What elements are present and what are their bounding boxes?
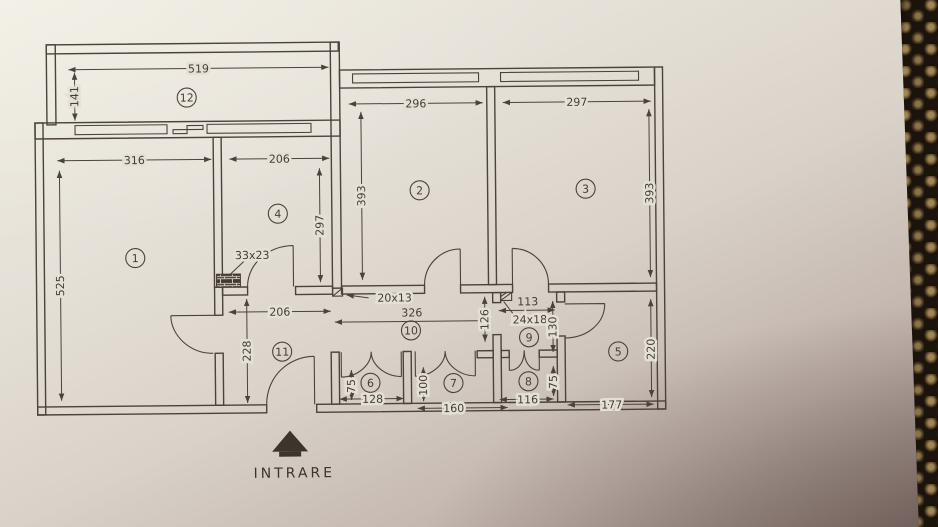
dim-hall-depth: 228 xyxy=(241,340,254,361)
dim-room2-depth: 393 xyxy=(355,185,368,206)
dim-room2-width: 296 xyxy=(405,97,426,110)
flue-24x18 xyxy=(500,291,513,302)
svg-text:7: 7 xyxy=(450,377,457,390)
balcony-walls xyxy=(45,41,343,289)
room-badge-8: 8 xyxy=(518,371,539,392)
svg-text:1: 1 xyxy=(132,252,139,265)
dim-room6-depth: 75 xyxy=(345,379,358,393)
room-badge-5: 5 xyxy=(608,341,629,362)
dim-room1-width: 316 xyxy=(124,154,145,167)
dim-room7-depth: 100 xyxy=(417,375,430,396)
svg-text:4: 4 xyxy=(274,208,281,221)
dim-room4-width: 206 xyxy=(269,153,290,166)
flue-20x13 xyxy=(332,287,344,297)
dim-balcony-width: 519 xyxy=(188,62,209,75)
dimension-lines xyxy=(56,64,655,412)
double-door-room6 xyxy=(340,351,402,378)
dimension-labels: 519 141 316 525 206 297 296 393 297 393 … xyxy=(51,60,660,418)
dim-flue-24x18: 24x18 xyxy=(513,313,548,326)
dim-balcony-depth: 141 xyxy=(68,86,81,107)
dim-flue-20x13: 20x13 xyxy=(377,291,412,304)
room-badge-6: 6 xyxy=(360,372,381,393)
room-badge-12: 12 xyxy=(176,87,197,108)
dim-room8-depth: 75 xyxy=(547,375,560,389)
svg-text:8: 8 xyxy=(525,375,532,388)
dim-wc-depth: 130 xyxy=(546,316,559,337)
dim-flue-33x23: 33x23 xyxy=(235,249,270,262)
room-badge-10: 10 xyxy=(400,320,422,341)
dim-room1-depth: 525 xyxy=(54,275,67,296)
dim-wc-width: 113 xyxy=(517,295,538,308)
dim-hall-width: 206 xyxy=(269,306,290,319)
door-room5 xyxy=(564,303,606,339)
dim-corridor-width: 326 xyxy=(401,306,422,319)
balcony-step-icon xyxy=(172,129,188,135)
door-entrance xyxy=(266,355,316,405)
svg-text:2: 2 xyxy=(416,184,423,197)
room-badge-2: 2 xyxy=(409,180,430,201)
room-badge-7: 7 xyxy=(443,372,464,394)
door-room2 xyxy=(423,248,462,286)
entrance-arrow-icon xyxy=(272,430,309,452)
door-room1 xyxy=(170,314,215,354)
svg-text:12: 12 xyxy=(180,91,194,104)
dim-room6-width: 128 xyxy=(362,393,383,406)
room-badge-1: 1 xyxy=(125,248,146,269)
flue-33x23 xyxy=(215,260,245,288)
svg-text:9: 9 xyxy=(525,331,532,344)
dim-room7-width: 160 xyxy=(443,402,464,415)
svg-text:10: 10 xyxy=(404,324,418,337)
room-badge-4: 4 xyxy=(267,203,288,224)
outer-walls xyxy=(34,66,667,416)
door-room4 xyxy=(246,244,295,287)
plan-group: 519 141 316 525 206 297 296 393 297 393 … xyxy=(34,41,667,482)
entrance-label: INTRARE xyxy=(254,465,336,482)
room-badge-9: 9 xyxy=(518,327,540,348)
dim-room5-depth: 220 xyxy=(645,339,658,360)
svg-text:3: 3 xyxy=(582,183,589,196)
double-door-room7 xyxy=(414,350,476,377)
dim-corridor-depth: 126 xyxy=(478,309,491,330)
svg-text:5: 5 xyxy=(615,345,622,358)
room-number-badges: 1 2 3 4 5 6 7 8 9 10 11 12 xyxy=(125,87,629,394)
dim-room3-depth: 393 xyxy=(643,183,656,204)
room-badge-11: 11 xyxy=(272,341,293,362)
dim-room3-width: 297 xyxy=(566,96,587,109)
windows xyxy=(74,70,640,136)
dim-room4-depth: 297 xyxy=(313,215,326,236)
door-room3 xyxy=(511,247,550,285)
dim-room8-width: 116 xyxy=(517,393,538,406)
double-door-room8 xyxy=(508,350,540,372)
svg-text:11: 11 xyxy=(275,346,289,359)
dim-room5-width: 177 xyxy=(601,398,622,411)
room-badge-3: 3 xyxy=(575,178,596,199)
svg-text:6: 6 xyxy=(367,377,374,390)
entrance-marker: INTRARE xyxy=(254,430,336,482)
